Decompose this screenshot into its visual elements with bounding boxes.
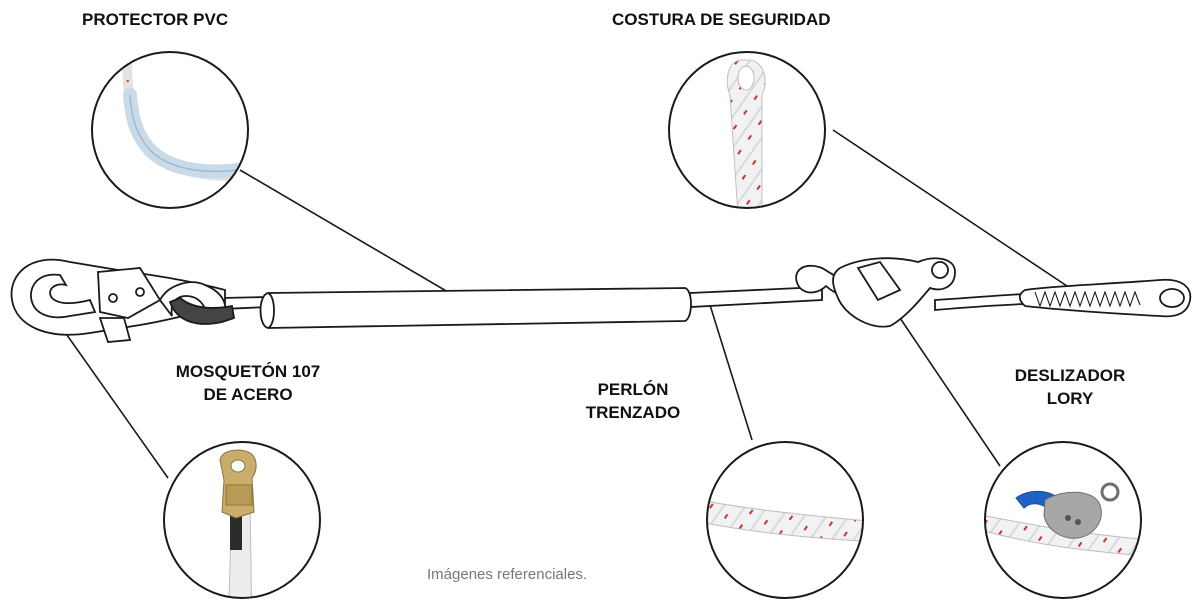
label-mosqueton-line1: MOSQUETÓN 107 [175, 362, 321, 381]
label-perlon-line1: PERLÓN [597, 380, 669, 399]
label-mosqueton: MOSQUETÓN 107 DE ACERO [158, 360, 338, 406]
footnote: Imágenes referenciales. [427, 566, 588, 583]
label-deslizador-line1: DESLIZADOR [1014, 366, 1126, 385]
pvc-tube [259, 287, 692, 329]
leader-perlon [709, 304, 753, 441]
sewn-eye-drawing [1018, 278, 1192, 318]
leader-deslizador [899, 317, 1001, 467]
leader-lines [61, 129, 1101, 479]
label-costura: COSTURA DE SEGURIDAD [612, 10, 831, 29]
label-mosqueton-line2: DE ACERO [203, 385, 293, 404]
detail-mosqueton [163, 441, 321, 599]
leader-protector-pvc [239, 169, 466, 303]
detail-costura [668, 51, 826, 209]
detail-deslizador [984, 441, 1142, 599]
label-perlon: PERLÓN TRENZADO [568, 378, 698, 424]
label-deslizador-line2: LORY [1046, 389, 1094, 408]
carabiner-drawing [10, 258, 236, 343]
label-protector-pvc: PROTECTOR PVC [82, 10, 229, 29]
detail-perlon [706, 441, 864, 599]
detail-pvc-protector [91, 51, 249, 209]
label-perlon-line2: TRENZADO [585, 403, 681, 422]
slider-drawing [795, 257, 956, 328]
leader-costura [832, 129, 1101, 309]
rope-end-segment [934, 293, 1026, 311]
leader-mosqueton [61, 327, 169, 479]
label-deslizador: DESLIZADOR LORY [1000, 364, 1140, 410]
